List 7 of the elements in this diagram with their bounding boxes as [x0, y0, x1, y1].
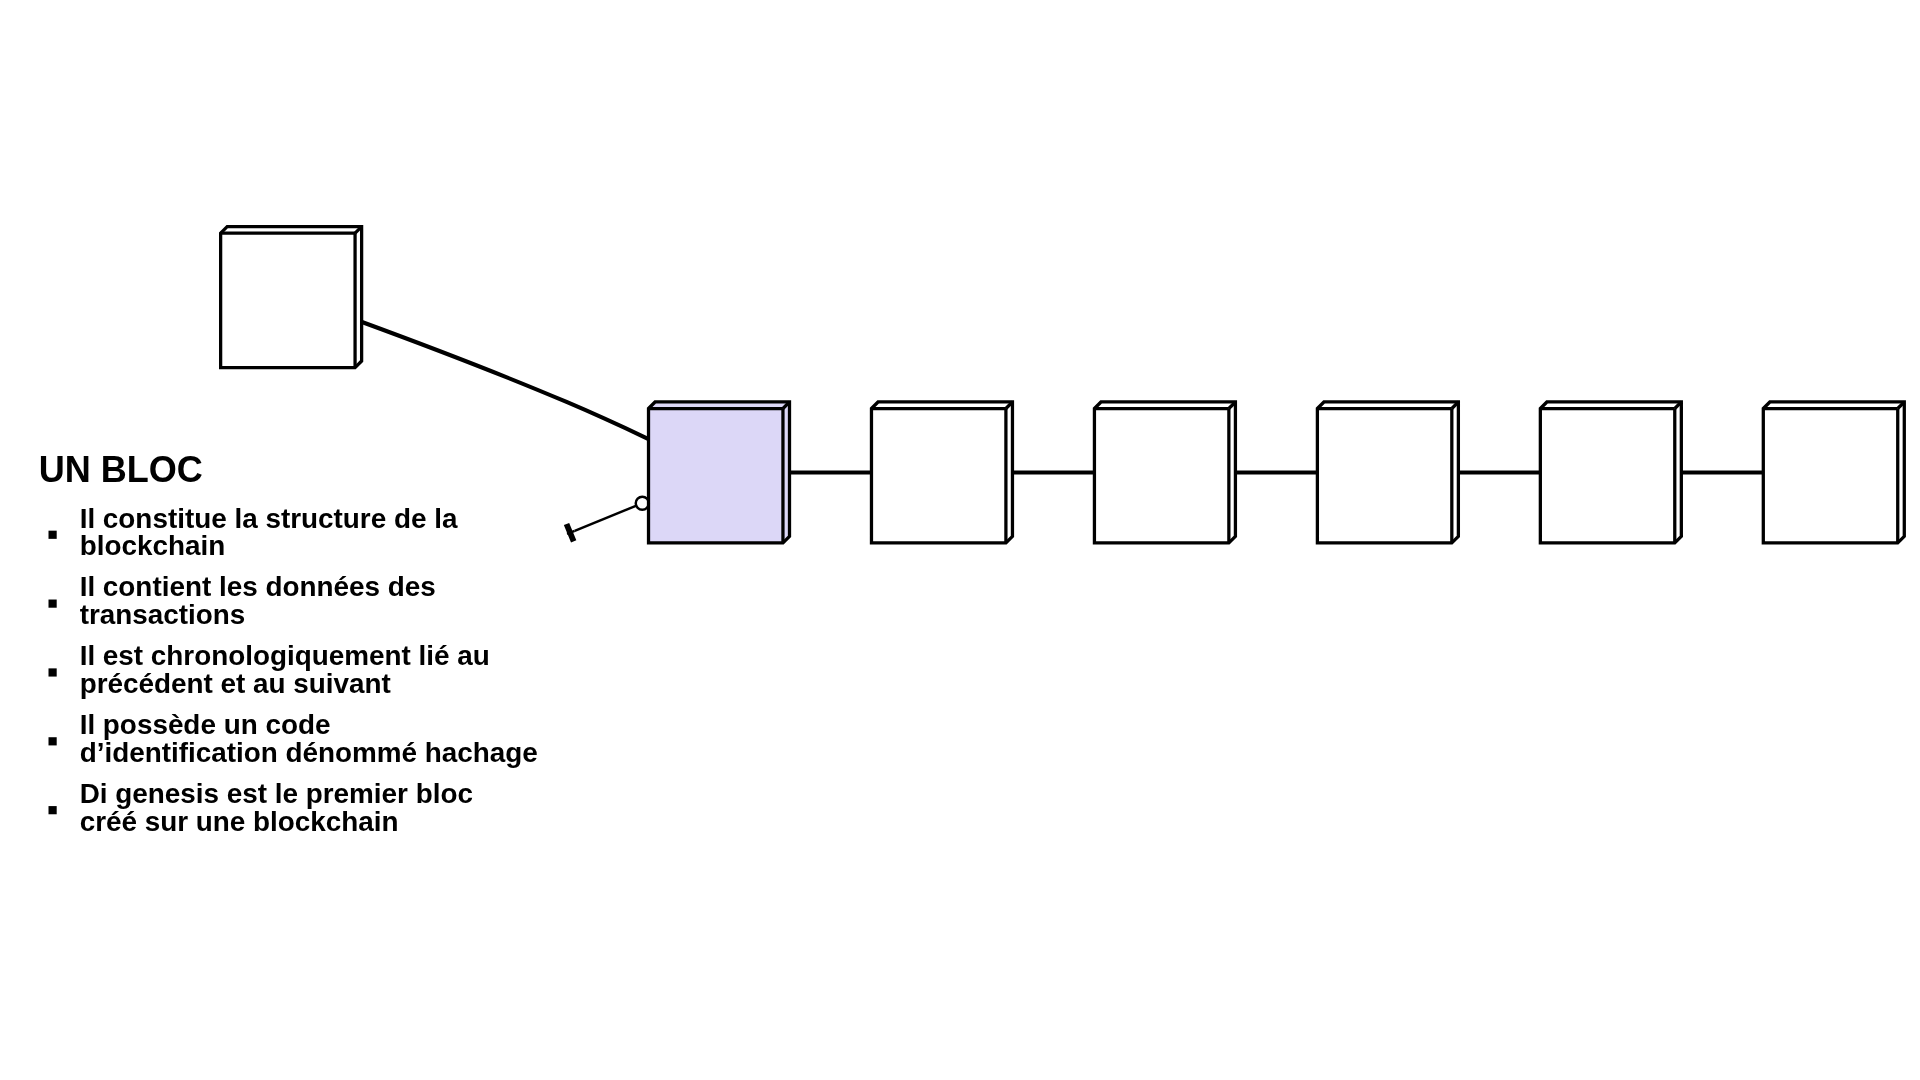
connector	[1458, 469, 1540, 475]
connector	[1012, 469, 1094, 475]
connector	[1681, 469, 1763, 475]
connector	[1235, 469, 1317, 475]
connector	[361, 319, 649, 441]
connector	[789, 469, 871, 475]
node-text: UN BLOC Il constitue la structure de la blockchain Il contient les données des transactions Il est chronologiquement lié au précédent et au suivant Il possède un code d’identification dénommé hachage Di genesis est le premier bloc créé sur une blockchain	[38, 448, 538, 837]
